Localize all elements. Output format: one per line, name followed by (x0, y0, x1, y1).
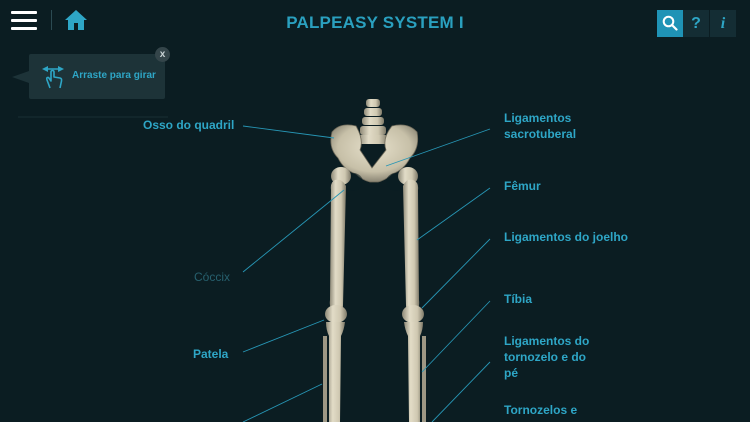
label-coccix[interactable]: Cóccix (194, 270, 231, 284)
home-icon[interactable] (64, 9, 88, 31)
hint-text: Arraste para girar (72, 70, 156, 81)
search-button[interactable] (657, 10, 683, 37)
menu-icon[interactable] (11, 11, 37, 31)
label-patela[interactable]: Patela (193, 347, 229, 361)
info-button[interactable]: i (710, 10, 736, 37)
hint-pointer (12, 71, 29, 83)
label-osso-do-quadril[interactable]: Osso do quadril (143, 118, 235, 132)
hint-close-button[interactable]: x (155, 47, 170, 62)
label-tornozelos[interactable]: Tornozelos e (504, 403, 578, 417)
label-ligamentos-sacrotuberal[interactable]: Ligamentos sacrotuberal (504, 110, 576, 142)
label-ligamentos-tornozelo-pe[interactable]: Ligamentos do tornozelo e do pé (504, 333, 589, 381)
left-femur (398, 167, 424, 323)
right-tibia (323, 322, 345, 422)
right-femur (325, 167, 351, 323)
label-line: Ligamentos (504, 111, 572, 125)
label-ligamentos-do-joelho[interactable]: Ligamentos do joelho (504, 230, 629, 244)
label-femur[interactable]: Fêmur (504, 179, 541, 193)
drag-hint-panel: Arraste para girar (29, 54, 165, 99)
toolbar-separator (709, 14, 710, 34)
lumbar-spine (358, 99, 388, 144)
left-tibia (404, 322, 426, 422)
label-line: Ligamentos do (504, 334, 590, 348)
label-line: tornozelo e do (504, 350, 586, 364)
label-line: pé (504, 366, 519, 380)
help-button[interactable]: ? (683, 10, 709, 37)
drag-rotate-icon (42, 66, 64, 89)
app-title: PALPEASY SYSTEM I (286, 13, 464, 32)
label-tibia[interactable]: Tíbia (504, 292, 533, 306)
search-icon (662, 15, 678, 31)
toolbar-divider (51, 10, 52, 30)
label-line: sacrotuberal (504, 127, 577, 141)
hint-divider (18, 116, 168, 118)
top-bar: PALPEASY SYSTEM I ? i (0, 0, 750, 46)
